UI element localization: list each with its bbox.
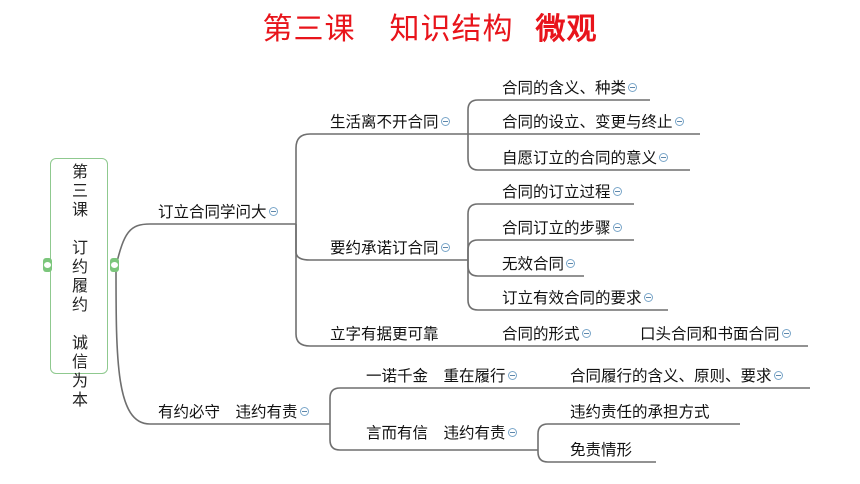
connector-b2_2-leaf1: [537, 423, 740, 450]
connector-b1_2-leaf1: [467, 203, 634, 260]
node-b2[interactable]: 有约必守 违约有责: [158, 403, 309, 421]
node-b1_3[interactable]: 立字有据更可靠: [330, 325, 439, 343]
page-title: 第三课知识结构微观: [0, 4, 860, 48]
connector-b2_2-leaf2: [537, 450, 656, 463]
collapse-icon[interactable]: [781, 329, 791, 338]
connector-b1-b1_3: [295, 224, 470, 347]
collapse-icon[interactable]: [507, 428, 517, 437]
connector-b1_1-leaf1: [467, 99, 650, 134]
collapse-icon[interactable]: [581, 329, 591, 338]
connector-b2-b2_2: [329, 424, 538, 451]
collapse-icon[interactable]: [566, 259, 576, 268]
connector-b1_1-leaf3: [467, 134, 690, 171]
node-b1_1_3[interactable]: 自愿订立的合同的意义: [502, 149, 669, 167]
collapse-icon[interactable]: [440, 117, 450, 126]
node-b1_1_1[interactable]: 合同的含义、种类: [502, 79, 638, 97]
node-b2_1[interactable]: 一诺千金 重在履行: [366, 367, 517, 385]
connector-b1-b1_1: [295, 133, 468, 224]
node-b1_2_2[interactable]: 合同订立的步骤: [502, 219, 622, 237]
node-b2_2_2[interactable]: 免责情形: [570, 441, 633, 459]
node-b1_1_2[interactable]: 合同的设立、变更与终止: [502, 113, 684, 131]
root-label: 第 三 课 订 约 履 约 诚 信 为 本: [71, 162, 88, 409]
node-b1_1[interactable]: 生活离不开合同: [330, 113, 450, 131]
node-b1_2[interactable]: 要约承诺订合同: [330, 239, 450, 257]
node-b1_3_1_1[interactable]: 口头合同和书面合同: [640, 325, 791, 343]
collapse-icon[interactable]: [643, 293, 653, 302]
collapse-icon[interactable]: [628, 83, 638, 92]
root-right-collapse-icon[interactable]: [110, 258, 119, 272]
node-b2_2[interactable]: 言而有信 违约有责: [366, 424, 517, 442]
title-part-2: 知识结构: [389, 12, 514, 47]
connector-b1_2-leaf2: [467, 239, 634, 260]
connector-root-b1: [115, 223, 296, 267]
node-b1_3_1[interactable]: 合同的形式: [502, 325, 591, 343]
connector-b1_2-leaf4: [467, 260, 668, 311]
collapse-icon[interactable]: [612, 223, 622, 232]
connector-b2-b2_1: [329, 387, 536, 424]
root-node[interactable]: [50, 158, 108, 374]
collapse-icon[interactable]: [659, 153, 669, 162]
node-b2_2_1[interactable]: 违约责任的承担方式: [570, 403, 710, 421]
title-part-3: 微观: [535, 12, 598, 47]
node-b1_2_3[interactable]: 无效合同: [502, 255, 576, 273]
collapse-icon[interactable]: [674, 117, 684, 126]
collapse-icon[interactable]: [440, 243, 450, 252]
node-b2_1_1[interactable]: 合同履行的含义、原则、要求: [570, 367, 783, 385]
collapse-icon[interactable]: [268, 207, 278, 216]
collapse-icon[interactable]: [773, 371, 783, 380]
node-b1_2_4[interactable]: 订立有效合同的要求: [502, 289, 653, 307]
node-b1[interactable]: 订立合同学问大: [158, 203, 278, 221]
collapse-icon[interactable]: [612, 187, 622, 196]
collapse-icon[interactable]: [507, 371, 517, 380]
connector-root-b2: [115, 265, 330, 425]
title-part-1: 第三课: [262, 12, 356, 47]
node-b1_2_1[interactable]: 合同的订立过程: [502, 183, 622, 201]
root-left-collapse-icon[interactable]: [43, 258, 52, 272]
collapse-icon[interactable]: [299, 407, 309, 416]
